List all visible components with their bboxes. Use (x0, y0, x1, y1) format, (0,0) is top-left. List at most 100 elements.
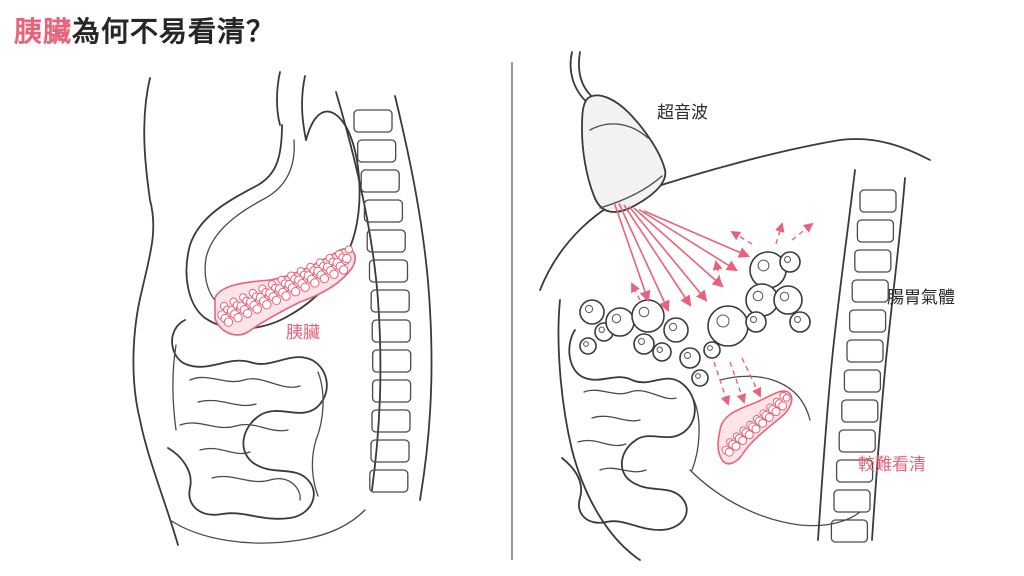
arrow-icon (775, 222, 785, 245)
gas-bubble-inner (638, 338, 645, 345)
gas-bubble (789, 311, 811, 333)
lobule (782, 393, 791, 402)
vertebra (357, 139, 397, 163)
lobule (771, 407, 781, 417)
arrow-icon (618, 203, 670, 313)
vertebra (833, 489, 871, 513)
gas-bubble (679, 347, 701, 369)
arrow-icon (638, 208, 738, 272)
lobule (724, 447, 734, 457)
gas-bubble-inner (684, 352, 691, 359)
gas-bubbles (579, 251, 811, 387)
gas-bubble-inner (757, 259, 770, 272)
arrow-icon (613, 201, 651, 303)
lobule (329, 269, 339, 279)
gas-bubble (779, 251, 801, 273)
lobule (319, 273, 330, 284)
lobule (233, 313, 243, 323)
ultrasound-probe-icon (569, 51, 667, 213)
vertebra (360, 169, 400, 193)
title-accent: 胰臟 (14, 15, 73, 48)
arrow-icon (628, 205, 708, 302)
arrow-icon (729, 361, 747, 404)
lobule (271, 295, 282, 306)
vertebra (366, 229, 406, 253)
title-rest: 為何不易看清？ (72, 15, 276, 48)
lobule (744, 430, 754, 440)
gas-bubble (631, 299, 665, 333)
arrow-icon (633, 207, 724, 288)
gas-bubble-inner (638, 306, 650, 318)
gas-bubble-inner (611, 313, 622, 324)
intestines (167, 319, 328, 520)
vertebra (851, 279, 889, 303)
label-gas: 腸胃氣體 (887, 288, 955, 308)
vertebra (856, 219, 895, 243)
vertebra (835, 459, 874, 483)
lobule (751, 424, 761, 434)
lobule (223, 317, 234, 327)
gas-bubble (773, 285, 803, 315)
arrow-icon (730, 230, 753, 245)
ultrasound-beams (613, 201, 814, 406)
arrow-icon (631, 282, 641, 301)
gas-bubble-inner (752, 290, 764, 302)
lobule (764, 412, 774, 422)
vertebra (846, 339, 884, 363)
pancreas-left-lobules (217, 245, 353, 327)
lobule (731, 441, 741, 451)
lobule (262, 300, 272, 310)
lobule (758, 418, 768, 428)
arrow-icon (791, 222, 814, 241)
gas-bubble (663, 317, 689, 343)
lobule (338, 265, 349, 275)
page-title: 胰臟為何不易看清？ (14, 10, 275, 50)
gas-bubble-inner (784, 256, 791, 263)
vertebra (369, 469, 409, 493)
label-pancreas: 胰臟 (286, 323, 320, 343)
gas-bubble-inner (716, 314, 730, 328)
right-panel-ultrasound (539, 51, 931, 561)
vertebra (859, 189, 897, 213)
label-hard-to-see: 較難看清 (858, 455, 926, 475)
arrow-icon (643, 210, 751, 258)
gas-bubble-inner (695, 373, 701, 379)
left-vertebrae (353, 109, 412, 493)
arrow-icon (712, 260, 723, 281)
vertebra (370, 289, 410, 313)
gas-bubble-inner (598, 326, 605, 333)
left-panel-anatomy (132, 71, 433, 546)
vertebra (368, 259, 409, 283)
vertebra (371, 409, 411, 433)
gas-bubble-inner (707, 345, 713, 351)
vertebra (841, 399, 879, 423)
vertebra (848, 309, 887, 333)
spine-right (817, 169, 906, 541)
gas-bubble-inner (584, 304, 594, 314)
gas-bubble (579, 299, 605, 325)
vertebra (372, 349, 412, 373)
gas-bubble-inner (794, 316, 801, 323)
arrow-icon (741, 357, 762, 398)
right-vertebrae (830, 189, 897, 543)
vertebra (370, 439, 410, 463)
vertebra (830, 519, 869, 543)
lobule (281, 291, 291, 301)
lobule (252, 304, 262, 314)
vertebra (838, 429, 876, 453)
vertebra (371, 319, 411, 343)
lobule (310, 278, 320, 288)
gas-bubble (633, 333, 655, 355)
gas-bubble (707, 305, 749, 347)
lobule (242, 308, 253, 319)
vertebra (371, 379, 412, 403)
gas-bubble-inner (656, 346, 663, 353)
arrow-icon (623, 204, 692, 307)
arrow-icon (713, 361, 731, 406)
lobule (778, 401, 788, 411)
lobule (300, 282, 310, 292)
spine (335, 91, 433, 501)
intestines-right (561, 329, 700, 531)
gas-bubble (745, 311, 767, 333)
